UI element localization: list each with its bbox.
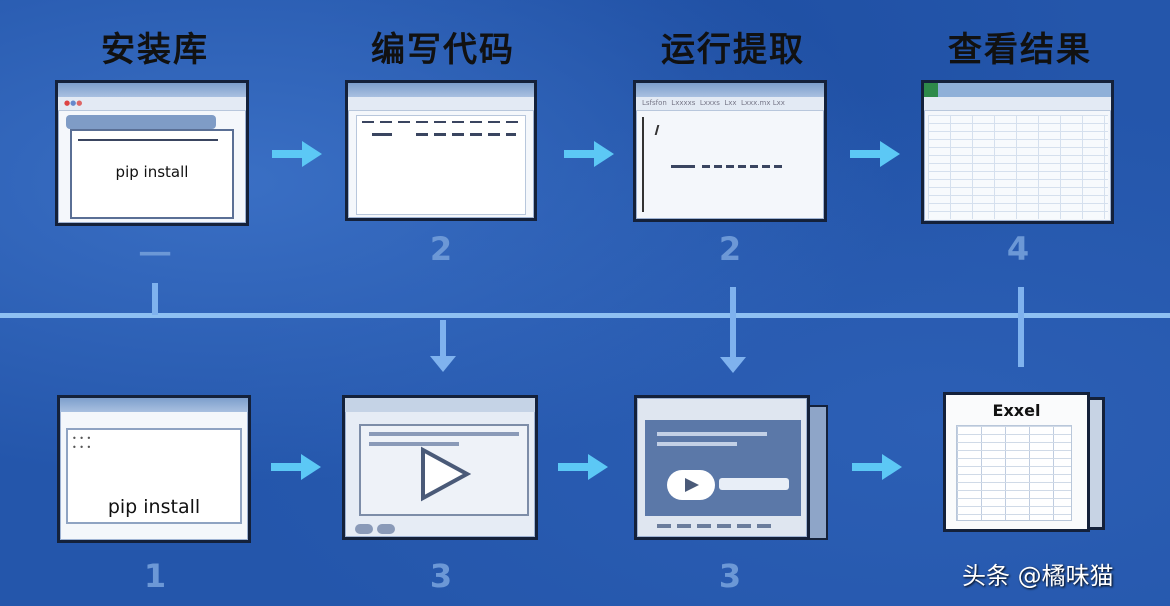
step-number: 3 <box>718 557 742 595</box>
step-title-code: 编写代码 <box>371 30 515 70</box>
code-window <box>345 80 537 221</box>
document-title: Exxel <box>992 401 1041 420</box>
arrow-down-icon <box>720 287 746 373</box>
play-icon[interactable] <box>417 446 471 502</box>
spreadsheet-window <box>921 80 1114 224</box>
terminal-window: • • •• • • pip install <box>57 395 251 543</box>
connector-line <box>152 283 158 315</box>
arrow-right-icon <box>272 141 322 167</box>
connector-line <box>1018 287 1024 367</box>
step-number: 一 <box>138 236 171 274</box>
arrow-right-icon <box>850 141 900 167</box>
step-title-result: 查看结果 <box>948 30 1092 70</box>
run-menu: Lsfsfon Lxxxxs Lxxxs Lxx Lxxx.mx Lxx <box>636 97 824 111</box>
video-result-window <box>634 395 810 540</box>
pip-install-text: pip install <box>115 163 189 181</box>
arrow-right-icon <box>852 454 902 480</box>
arrow-right-icon <box>564 141 614 167</box>
window-controls: ●●● <box>58 97 246 111</box>
step-number: 2 <box>718 230 742 268</box>
run-window: Lsfsfon Lxxxxs Lxxxs Lxx Lxxx.mx Lxx <box>633 80 827 222</box>
play-icon <box>685 478 699 492</box>
pip-install-text: pip install <box>107 496 201 518</box>
video-window <box>342 395 538 540</box>
watermark: 头条 @橘味猫 <box>962 562 1114 590</box>
step-number: 2 <box>429 230 453 268</box>
play-button[interactable] <box>667 470 715 500</box>
arrow-right-icon <box>271 454 321 480</box>
step-number: 3 <box>429 557 453 595</box>
install-window: ●●● pip install <box>55 80 249 226</box>
timeline-divider <box>0 313 1170 318</box>
arrow-right-icon <box>558 454 608 480</box>
step-title-run: 运行提取 <box>661 30 805 70</box>
step-title-install: 安装库 <box>101 30 209 70</box>
step-number: 1 <box>143 557 167 595</box>
arrow-down-icon <box>430 320 456 372</box>
step-number: 4 <box>1006 230 1030 268</box>
excel-document: Exxel <box>943 392 1090 532</box>
